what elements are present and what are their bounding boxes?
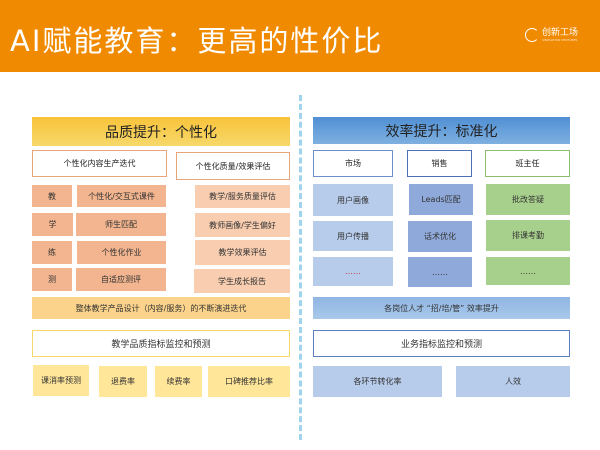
- content-cell: 个性化作业: [77, 241, 166, 264]
- logo-subtext: SINOVATION VENTURES: [542, 37, 578, 42]
- metric-box: 各环节转化率: [313, 366, 442, 397]
- left-col1-header: 个性化内容生产迭代: [32, 150, 167, 177]
- logo-text: 创新工场: [542, 27, 579, 38]
- market-cell: 用户画像: [313, 184, 393, 216]
- sales-cell: Leads匹配: [409, 184, 473, 215]
- stage-cell: 练: [32, 241, 72, 264]
- eval-cell: 教学效果评估: [195, 240, 290, 265]
- col-header-teacher: 班主任: [485, 150, 570, 177]
- col-header-sales: 销售: [407, 150, 472, 177]
- teacher-cell: ……: [486, 257, 570, 285]
- sales-cell: 话术优化: [408, 221, 472, 252]
- right-title: 效率提升：标准化: [313, 117, 570, 144]
- content-cell: 个性化/交互式课件: [77, 185, 166, 207]
- eval-cell: 教师画像/学生偏好: [195, 213, 290, 237]
- teacher-cell: 排课考勤: [486, 220, 570, 251]
- stage-cell: 教: [32, 185, 72, 207]
- stage-cell: 学: [32, 213, 73, 236]
- content-cell: 师生匹配: [76, 213, 166, 236]
- metric-box: 续费率: [155, 366, 202, 397]
- right-efficiency-bar: 各岗位人才 “招/培/管” 效率提升: [313, 297, 570, 319]
- content-cell: 自适应测评: [76, 268, 166, 291]
- metric-box: 人效: [456, 366, 570, 397]
- right-monitor-box: 业务指标监控和预测: [313, 330, 570, 357]
- teacher-cell: 批改答疑: [486, 184, 570, 215]
- eval-cell: 教学/服务质量评估: [195, 185, 290, 208]
- left-title: 品质提升：个性化: [32, 117, 290, 146]
- col-header-market: 市场: [313, 150, 393, 177]
- divider: [299, 95, 302, 440]
- metric-box: 课消率预测: [33, 365, 89, 396]
- metric-box: 退费率: [99, 366, 147, 397]
- market-cell: ……: [313, 257, 393, 286]
- left-col2-header: 个性化质量/效果评估: [176, 152, 290, 180]
- eval-cell: 学生成长报告: [194, 269, 290, 293]
- page-title: AI赋能教育：更高的性价比: [10, 24, 384, 58]
- stage-cell: 测: [32, 268, 72, 291]
- market-cell: 用户传播: [313, 221, 393, 251]
- left-iteration-bar: 整体教学产品设计（内容/服务）的不断演进迭代: [32, 297, 290, 319]
- lightbulb-icon: [525, 28, 539, 42]
- left-monitor-box: 教学品质指标监控和预测: [32, 330, 290, 357]
- metric-box: 口碑推荐比率: [208, 366, 290, 397]
- sales-cell: ……: [408, 257, 472, 287]
